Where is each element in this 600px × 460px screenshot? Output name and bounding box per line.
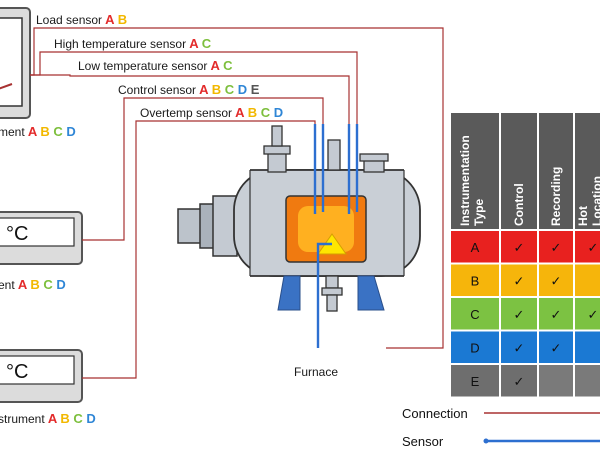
sensor-3-type-D: D — [234, 82, 247, 97]
sensor-1-type-A: A — [186, 36, 199, 51]
table-check-mark: ✓ — [551, 241, 562, 256]
instrument-3-display: °C — [6, 361, 28, 383]
table-check-mark: ✓ — [514, 375, 525, 390]
table-row-type: D — [470, 340, 479, 355]
sensor-label-load: Load sensor A B — [36, 12, 127, 27]
instrument-0-type-A: A — [25, 124, 38, 139]
table-row-type: A — [471, 240, 480, 255]
table-cell — [573, 329, 600, 365]
table-cell — [573, 363, 600, 399]
furnace-label: Furnace — [294, 365, 338, 379]
table-check-mark: ✓ — [514, 241, 525, 256]
connection-lines — [30, 27, 444, 379]
sensor-lines — [313, 124, 359, 348]
table-header-label: Control — [512, 183, 526, 226]
sensor-line-load — [316, 242, 332, 348]
table-cell — [449, 229, 501, 265]
table-check-mark: ✓ — [551, 341, 562, 356]
table-row-type: E — [471, 374, 480, 389]
instrument-2-type-C: C — [70, 411, 84, 426]
legend-sensor-dot — [483, 438, 489, 444]
instrument-0-type-B: B — [37, 124, 50, 139]
table-header-label: Location — [590, 176, 600, 226]
connection-line-low-temp — [30, 74, 350, 124]
sensor-0-type-B: B — [114, 12, 127, 27]
table-header-cell — [573, 111, 600, 231]
table-cell — [449, 329, 501, 365]
instrument-0-type-C: C — [50, 124, 64, 139]
instrument-2-box: °C — [0, 211, 83, 265]
sensor-4-type-D: D — [270, 105, 283, 120]
table-cell — [537, 363, 575, 399]
recorder-trace — [0, 83, 13, 90]
table-header-cell — [499, 111, 539, 231]
legend-connection-label: Connection — [402, 406, 468, 421]
table-cell — [537, 296, 575, 332]
sensor-label-high-temp: High temperature sensor A C — [54, 36, 212, 51]
table-header-label: Recording — [549, 167, 563, 226]
table-cell — [499, 296, 539, 332]
connection-line-overtemp — [82, 120, 316, 379]
sensor-2-type-C: C — [219, 58, 233, 73]
instrument-1-box — [0, 7, 31, 119]
sensor-label-low-temp: Low temperature sensor A C — [78, 58, 233, 73]
instrument-2-type-B: B — [57, 411, 70, 426]
instrument-0-type-D: D — [63, 124, 76, 139]
table-header-cell — [537, 111, 575, 231]
table-check-mark: ✓ — [588, 241, 599, 256]
table-header-label: Hot — [576, 206, 590, 226]
table-check-mark: ✓ — [588, 308, 599, 323]
table-check-mark: ✓ — [551, 274, 562, 289]
table-row-type: B — [471, 273, 480, 288]
table-header-label: Type — [472, 199, 486, 226]
sensor-3-type-E: E — [247, 82, 260, 97]
table-cell — [499, 262, 539, 298]
table-row-type: C — [470, 307, 479, 322]
table-check-mark: ✓ — [514, 341, 525, 356]
legend-sensor-label: Sensor — [402, 434, 444, 449]
instrument-2-label: ent A B C D — [0, 277, 66, 292]
instrument-1-type-C: C — [40, 277, 54, 292]
sensor-4-type-B: B — [244, 105, 257, 120]
sensor-2-type-A: A — [207, 58, 220, 73]
sensor-0-type-A: A — [102, 12, 115, 27]
sensor-1-type-C: C — [198, 36, 212, 51]
table-check-mark: ✓ — [514, 308, 525, 323]
sensor-label-control: Control sensor A B C D E — [118, 82, 260, 97]
legend: Connection Sensor — [402, 406, 600, 449]
sensor-4-type-A: A — [232, 105, 245, 120]
sensor-3-type-B: B — [208, 82, 221, 97]
sensor-3-type-A: A — [196, 82, 209, 97]
instrument-2-type-A: A — [45, 411, 58, 426]
sensor-4-type-C: C — [257, 105, 271, 120]
instrument-3-box: °C — [0, 349, 83, 403]
instrument-1-type-B: B — [27, 277, 40, 292]
furnace — [177, 125, 421, 312]
table-cell — [499, 363, 539, 399]
table-header-label: Instrumentation — [458, 135, 472, 226]
table-cell — [573, 262, 600, 298]
instrument-1-label: ment A B C D — [0, 124, 76, 139]
table-check-mark: ✓ — [514, 274, 525, 289]
instrument-2-type-D: D — [83, 411, 96, 426]
sensor-3-type-C: C — [221, 82, 235, 97]
instrument-1-type-A: A — [15, 277, 28, 292]
sensor-label-overtemp: Overtemp sensor A B C D — [140, 105, 283, 120]
instrument-1-type-D: D — [53, 277, 66, 292]
connection-line-control — [82, 97, 324, 241]
instrument-2-display: °C — [6, 223, 28, 245]
table-check-mark: ✓ — [551, 308, 562, 323]
instrument-3-label: strument A B C D — [0, 411, 96, 426]
